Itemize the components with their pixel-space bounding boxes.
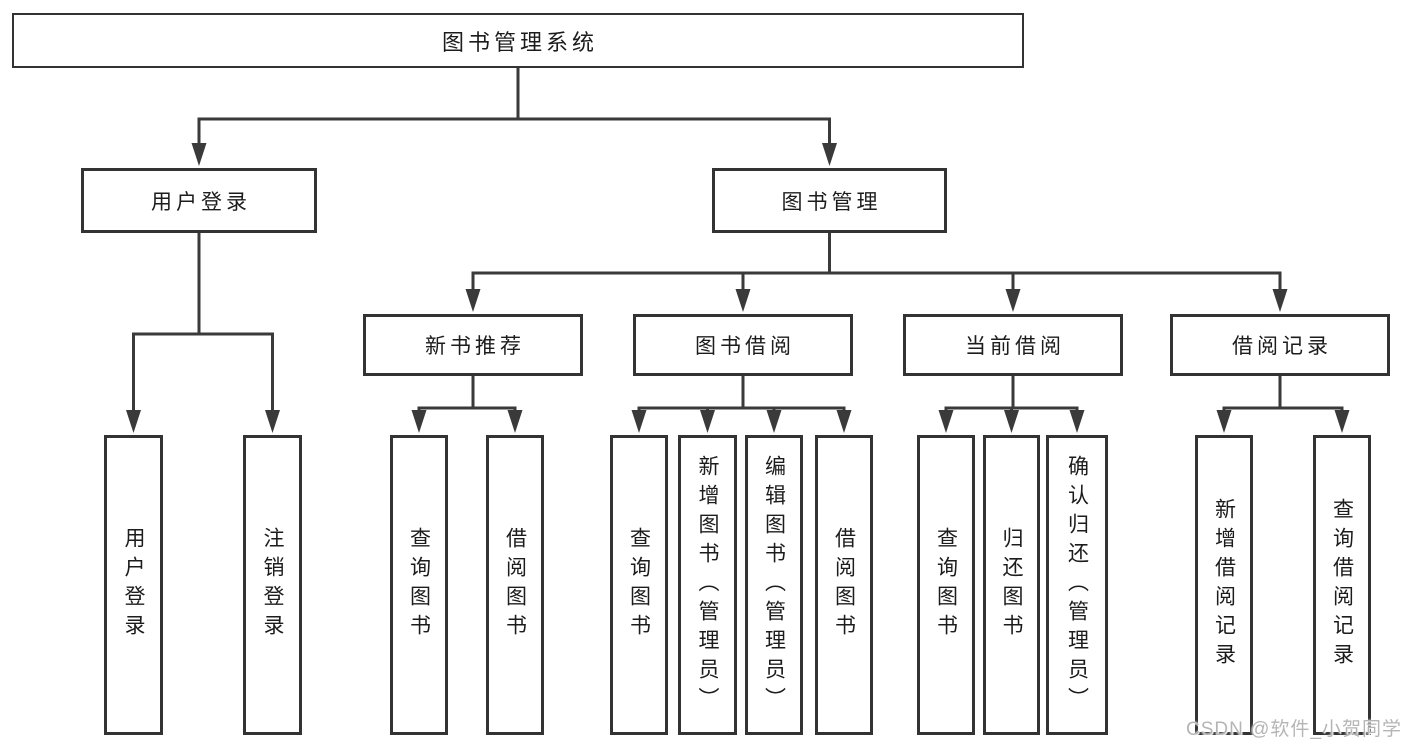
leaf-logout: 注销登录 [243, 435, 302, 735]
leaf-edit-books-admin: 编辑图书（管理员） [745, 435, 803, 735]
node-user-login-label: 用户登录 [151, 190, 251, 214]
leaf-search-books-current: 查询图书 [917, 435, 975, 735]
leaf-add-books-admin: 新增图书（管理员） [678, 435, 737, 735]
leaf-borrow-books-borrowing-label: 借阅图书 [832, 527, 856, 643]
leaf-user-login: 用户登录 [104, 435, 163, 735]
node-book-borrowing: 图书借阅 [633, 314, 853, 376]
leaf-confirm-return-admin-label: 确认归还（管理员） [1065, 454, 1089, 716]
leaf-edit-books-admin-label: 编辑图书（管理员） [762, 454, 786, 716]
leaf-borrow-books-recommend: 借阅图书 [486, 435, 544, 735]
node-book-management: 图书管理 [712, 168, 947, 233]
csdn-watermark: CSDN @软件_小贺同学 [1186, 719, 1402, 740]
leaf-return-books: 归还图书 [983, 435, 1040, 735]
leaf-search-borrow-record: 查询借阅记录 [1313, 435, 1371, 735]
leaf-search-books-borrowing-label: 查询图书 [627, 527, 651, 643]
node-book-management-label: 图书管理 [781, 190, 882, 214]
node-new-book-recommendation: 新书推荐 [363, 314, 583, 376]
node-book-borrowing-label: 图书借阅 [695, 335, 795, 358]
node-borrowing-records: 借阅记录 [1170, 314, 1390, 376]
leaf-search-borrow-record-label: 查询借阅记录 [1330, 498, 1354, 672]
node-current-borrowing-label: 当前借阅 [965, 335, 1065, 358]
root-node-label: 图书管理系统 [441, 29, 598, 55]
leaf-add-books-admin-label: 新增图书（管理员） [696, 454, 719, 716]
leaf-add-borrow-record-label: 新增借阅记录 [1212, 498, 1236, 672]
leaf-borrow-books-borrowing: 借阅图书 [815, 435, 873, 735]
node-new-book-recommendation-label: 新书推荐 [425, 335, 525, 358]
node-borrowing-records-label: 借阅记录 [1232, 335, 1332, 358]
node-user-login: 用户登录 [81, 168, 317, 233]
leaf-logout-label: 注销登录 [261, 527, 284, 643]
leaf-search-books-borrowing: 查询图书 [610, 435, 668, 735]
leaf-search-books-current-label: 查询图书 [934, 527, 958, 643]
leaf-add-borrow-record: 新增借阅记录 [1195, 435, 1253, 735]
leaf-return-books-label: 归还图书 [1000, 527, 1023, 643]
leaf-search-books-recommend: 查询图书 [390, 435, 448, 735]
leaf-confirm-return-admin: 确认归还（管理员） [1046, 435, 1108, 735]
leaf-borrow-books-recommend-label: 借阅图书 [503, 527, 527, 643]
leaf-user-login-label: 用户登录 [122, 527, 145, 643]
root-node-library-system: 图书管理系统 [12, 13, 1024, 68]
node-current-borrowing: 当前借阅 [903, 314, 1123, 376]
leaf-search-books-recommend-label: 查询图书 [407, 527, 431, 643]
